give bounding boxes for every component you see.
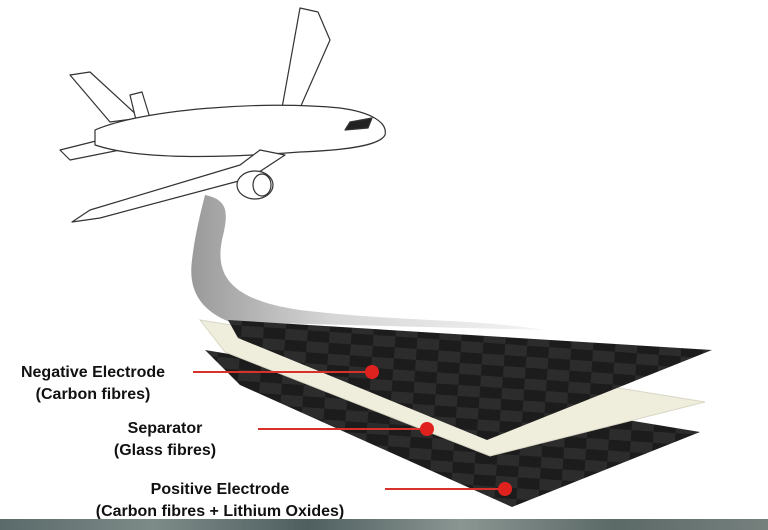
- label-subtitle: (Glass fibres): [113, 442, 217, 459]
- marker-separator: [258, 422, 434, 436]
- label-subtitle: (Carbon fibres): [35, 386, 151, 403]
- marker-positive: [385, 482, 512, 496]
- label-positive-electrode: Positive Electrode (Carbon fibres + Lith…: [70, 479, 370, 523]
- airplane-illustration: [59, 7, 386, 223]
- label-negative-electrode: Negative Electrode (Carbon fibres): [4, 362, 182, 406]
- marker-negative: [193, 365, 379, 379]
- fibre-ribbon: [191, 195, 546, 330]
- background-photo-strip: [0, 519, 768, 530]
- label-subtitle: (Carbon fibres + Lithium Oxides): [95, 503, 345, 520]
- negative-electrode-sheet: [228, 320, 712, 440]
- label-title: Negative Electrode: [20, 364, 166, 381]
- label-title: Positive Electrode: [150, 481, 290, 498]
- label-separator: Separator (Glass fibres): [90, 418, 240, 462]
- label-title: Separator: [127, 420, 203, 437]
